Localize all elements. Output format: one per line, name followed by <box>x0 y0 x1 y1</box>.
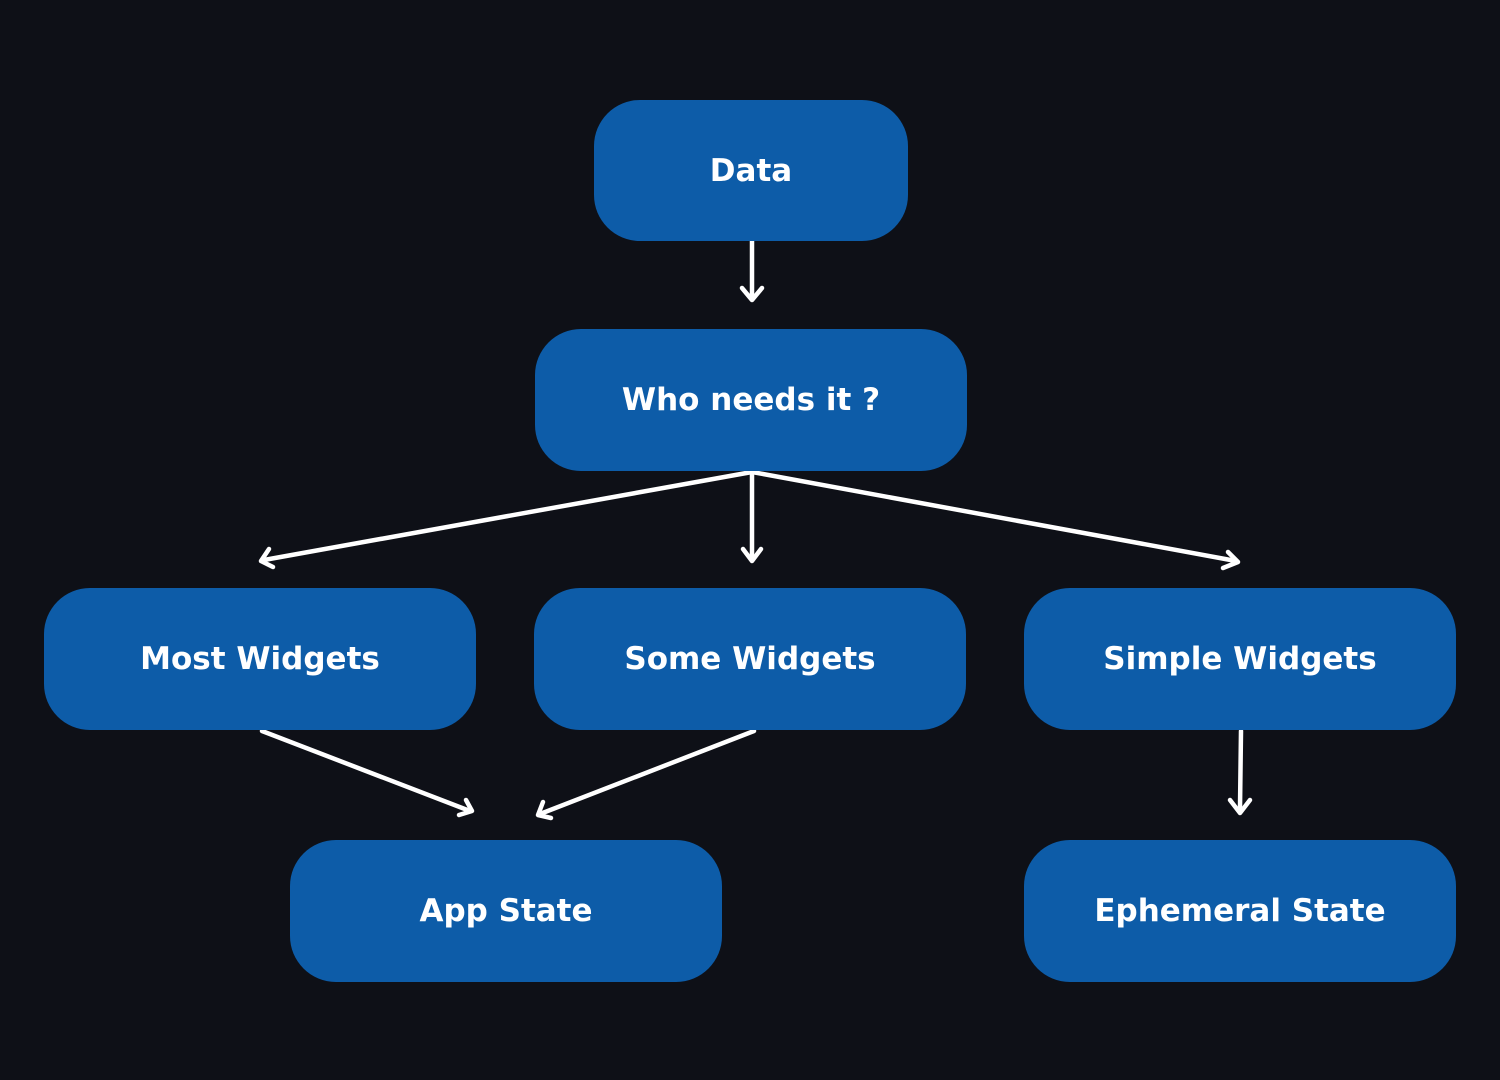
arrow-who-to-some <box>740 469 764 564</box>
node-data: Data <box>594 100 908 241</box>
arrow-most-to-app <box>259 728 475 818</box>
node-who-needs-it-label: Who needs it ? <box>621 382 881 418</box>
node-ephemeral-state-label: Ephemeral State <box>1094 893 1386 929</box>
node-app-state-label: App State <box>419 893 593 929</box>
arrow-data-to-who <box>739 238 765 303</box>
node-ephemeral-state: Ephemeral State <box>1024 840 1456 982</box>
node-simple-widgets-label: Simple Widgets <box>1103 641 1377 677</box>
node-who-needs-it: Who needs it ? <box>535 329 967 471</box>
node-some-widgets: Some Widgets <box>534 588 966 730</box>
arrow-who-to-simple <box>749 469 1241 571</box>
node-most-widgets: Most Widgets <box>44 588 476 730</box>
arrow-who-to-most <box>258 469 755 570</box>
arrow-simple-to-ephemeral <box>1227 728 1253 816</box>
node-most-widgets-label: Most Widgets <box>140 641 380 677</box>
node-app-state: App State <box>290 840 722 982</box>
node-simple-widgets: Simple Widgets <box>1024 588 1456 730</box>
node-data-label: Data <box>709 152 793 189</box>
arrow-some-to-app <box>535 728 757 821</box>
node-some-widgets-label: Some Widgets <box>624 641 876 677</box>
